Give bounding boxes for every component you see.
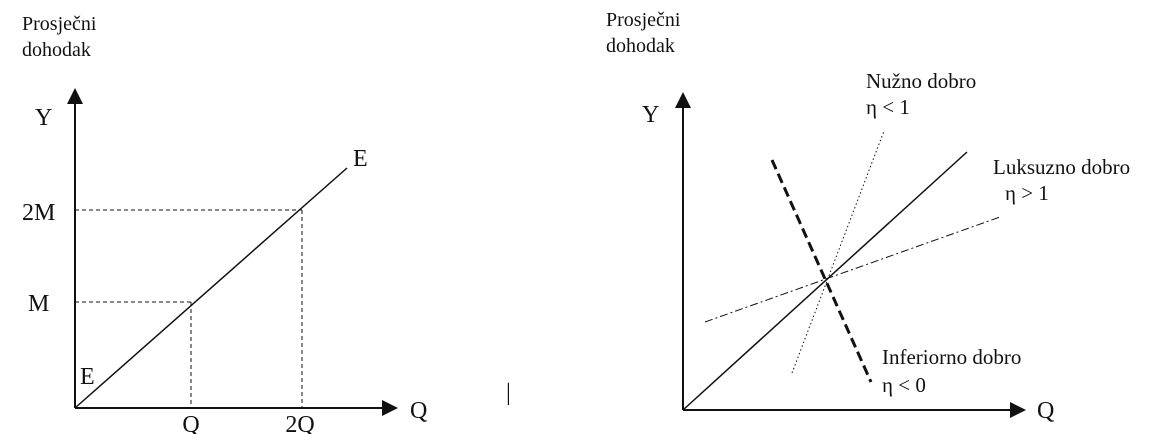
right-unit-elastic-curve	[682, 151, 968, 411]
left-x-axis-arrow-icon	[382, 400, 398, 416]
right-y-axis-label: Y	[642, 102, 659, 128]
right-luxury-eta: η > 1	[1005, 181, 1049, 205]
left-engel-diagram: Prosječni dohodak Y Q 2M M Q 2Q E E	[22, 13, 427, 434]
left-line-label-top: E	[353, 146, 368, 172]
separator-mark: |	[506, 380, 511, 406]
right-necessity-eta: η < 1	[866, 95, 910, 119]
right-inferior-label: Inferiorno dobro	[882, 345, 1021, 369]
right-engel-diagram: Prosječni dohodak Y Q Nužno dobro η < 1 …	[606, 9, 1130, 424]
right-inferior-curve	[770, 159, 873, 383]
right-x-axis-label: Q	[1037, 398, 1054, 424]
right-luxury-label: Luksuzno dobro	[993, 155, 1130, 179]
right-necessity-label: Nužno dobro	[866, 69, 976, 93]
left-y-axis-label: Y	[35, 105, 52, 131]
right-heading-line1: Prosječni	[606, 9, 681, 31]
right-x-axis-arrow-icon	[1010, 402, 1026, 418]
left-tick-2q: 2Q	[285, 412, 314, 434]
left-line-label-bottom: E	[80, 364, 95, 390]
right-inferior-eta: η < 0	[882, 373, 926, 397]
right-luxury-curve	[704, 216, 1001, 323]
left-tick-q: Q	[182, 412, 199, 434]
right-heading-line2: dohodak	[606, 35, 675, 57]
right-necessity-curve	[791, 130, 885, 374]
left-tick-2m: 2M	[22, 200, 55, 226]
left-x-axis-label: Q	[410, 398, 427, 424]
left-y-axis-arrow-icon	[67, 88, 83, 104]
left-tick-m: M	[28, 291, 49, 317]
left-engel-curve	[74, 167, 348, 409]
right-y-axis-arrow-icon	[675, 92, 691, 108]
left-heading-line1: Prosječni	[22, 13, 97, 35]
left-heading-line2: dohodak	[22, 39, 91, 61]
